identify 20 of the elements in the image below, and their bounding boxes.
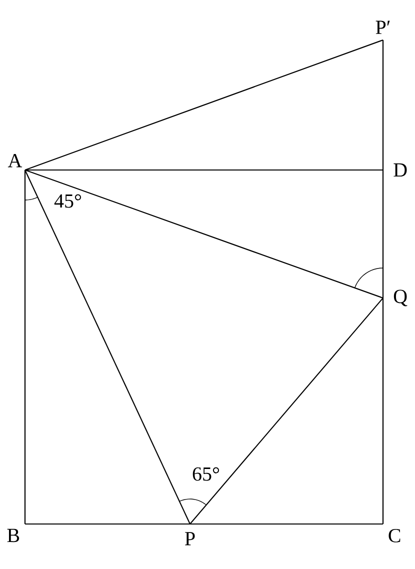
line-segment: [382, 170, 384, 298]
line-segment: [190, 298, 384, 524]
angle-label: 65°: [192, 467, 220, 481]
line-segment: [24, 39, 384, 171]
point-label: C: [388, 528, 400, 542]
line-segment: [24, 170, 26, 524]
angle-label: 45°: [54, 194, 82, 208]
point-label: D: [394, 163, 407, 177]
line-segment: [24, 169, 384, 299]
point-label: Q: [394, 290, 408, 306]
point-label: B: [7, 528, 20, 542]
line-segment: [190, 523, 383, 525]
line-segment: [382, 298, 384, 524]
point-label: P: [185, 532, 195, 546]
line-segment: [25, 169, 383, 171]
line-segment: [382, 40, 384, 170]
point-label: A: [8, 154, 22, 168]
point-label: P′: [376, 20, 390, 34]
line-segment: [25, 523, 190, 525]
line-segment: [24, 170, 190, 524]
